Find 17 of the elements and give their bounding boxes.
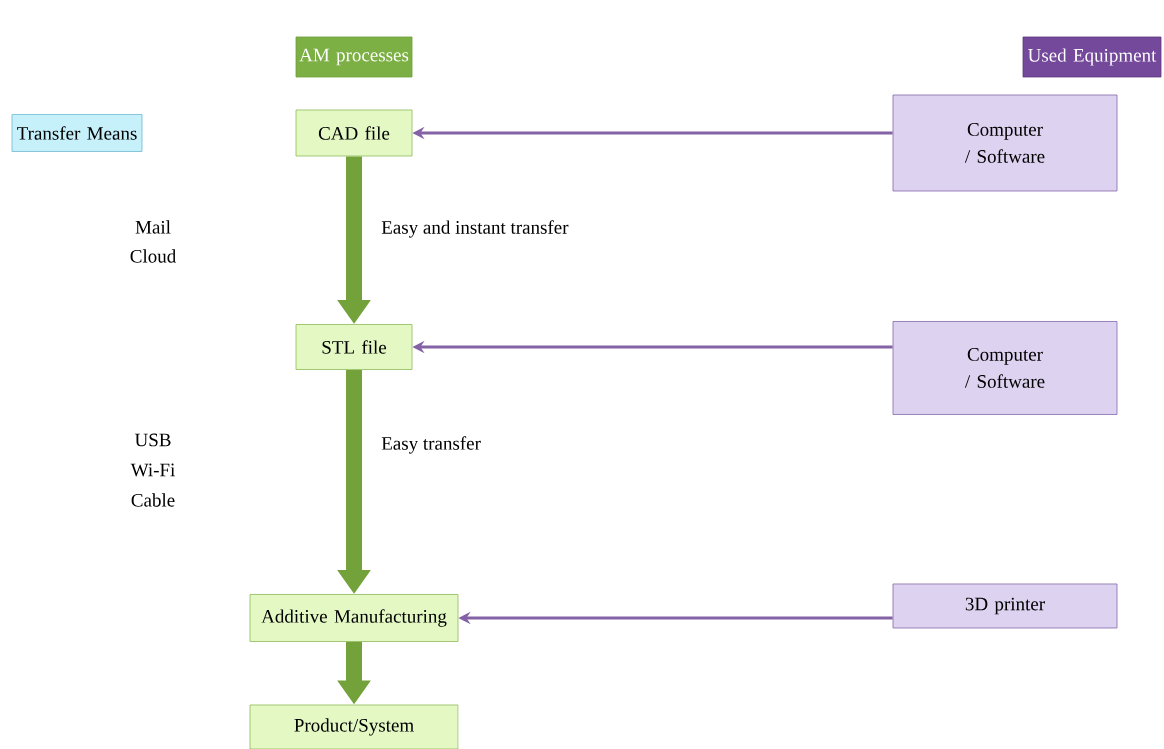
process-box: CAD file — [295, 109, 413, 157]
edge-label: Easy transfer — [381, 436, 481, 454]
edge-label: Easy and instant transfer — [381, 220, 569, 238]
process-box: STL file — [295, 324, 413, 370]
transfer-means-label: Cable — [131, 493, 175, 507]
transfer-means-label: Wi-Fi — [130, 463, 175, 477]
transfer-means-label: USB — [134, 433, 171, 447]
process-box: Product/System — [249, 704, 459, 749]
transfer-means-label: Mail — [135, 220, 171, 234]
transfer-means-label: Cloud — [130, 249, 176, 263]
process-box: Additive Manufacturing — [249, 594, 459, 642]
category-box: Transfer Means — [11, 114, 143, 152]
header-box: Used Equipment — [1022, 36, 1162, 78]
header-box: AM processes — [295, 36, 413, 78]
equipment-box: Computer / Software — [892, 321, 1118, 415]
equipment-box: 3D printer — [892, 583, 1118, 629]
equipment-box: Computer / Software — [892, 94, 1118, 192]
